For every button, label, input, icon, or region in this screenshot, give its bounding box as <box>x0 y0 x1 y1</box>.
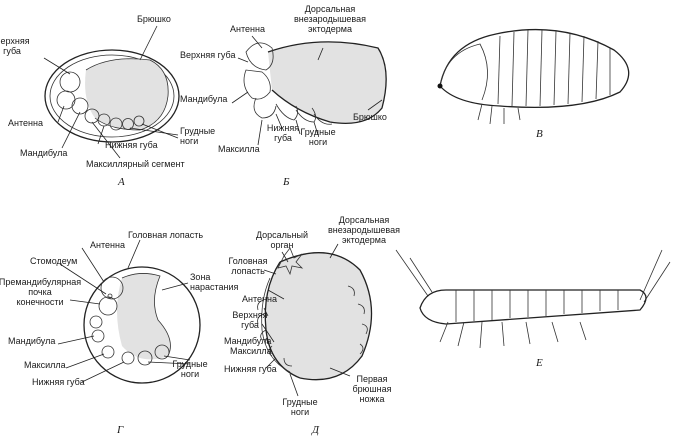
panel-e-letter: Е <box>535 357 543 369</box>
panel-a-maxillary-segment-label: Максиллярный сегмент <box>86 159 185 169</box>
panel-b-antenna-label: Антенна <box>230 24 265 34</box>
panel-b-upper-lip-label: Верхняя губа <box>180 50 235 60</box>
panel-a-mandible-label: Мандибула <box>20 148 67 158</box>
panel-d-antenna-label: Антенна <box>242 294 277 304</box>
panel-d-letter: Д <box>311 424 320 436</box>
panel-a-abdomen-label: Брюшко <box>137 14 171 24</box>
panel-g-antenna-label: Антенна <box>90 240 125 250</box>
panel-d-embryo-curved <box>257 247 373 381</box>
panel-g-label-lines <box>57 239 191 383</box>
panel-v-letter: В <box>536 128 543 140</box>
panel-d-maxilla-label: Максилла <box>230 346 272 356</box>
panel-d-mandible-label: Мандибула <box>224 336 271 346</box>
panel-g-maxilla-label: Максилла <box>24 360 66 370</box>
panel-b-abdomen-label: Брюшко <box>353 112 387 122</box>
panel-g-head-lobe-label: Головная лопасть <box>128 230 203 240</box>
panel-v-larva-drawing <box>437 28 630 125</box>
panel-a-antenna-label: Антенна <box>8 118 43 128</box>
panel-b-maxilla-label: Максилла <box>218 144 260 154</box>
panel-b-letter: Б <box>282 176 290 188</box>
panel-g-mandible-label: Мандибула <box>8 336 55 346</box>
panel-a-lower-lip-label: Нижняя губа <box>105 140 158 150</box>
panel-b-label-lines <box>231 35 383 146</box>
panel-a-letter: А <box>117 176 125 188</box>
panel-g-lower-lip-label: Нижняя губа <box>32 377 85 387</box>
panel-a-embryo-in-egg <box>44 49 180 143</box>
panel-d-lower-lip-label: Нижняя губа <box>224 364 277 374</box>
panel-b-mandible-label: Мандибула <box>180 94 227 104</box>
panel-g-stomodeum-label: Стомодеум <box>30 256 77 266</box>
panel-b-embryo-side-view <box>243 41 387 125</box>
panel-e-centipede-drawing <box>395 249 671 349</box>
panel-g-embryo-in-circle <box>83 266 201 384</box>
panel-d-label-lines <box>261 243 351 397</box>
panel-g-letter: Г <box>116 424 124 436</box>
panel-a-label-lines <box>43 25 179 159</box>
